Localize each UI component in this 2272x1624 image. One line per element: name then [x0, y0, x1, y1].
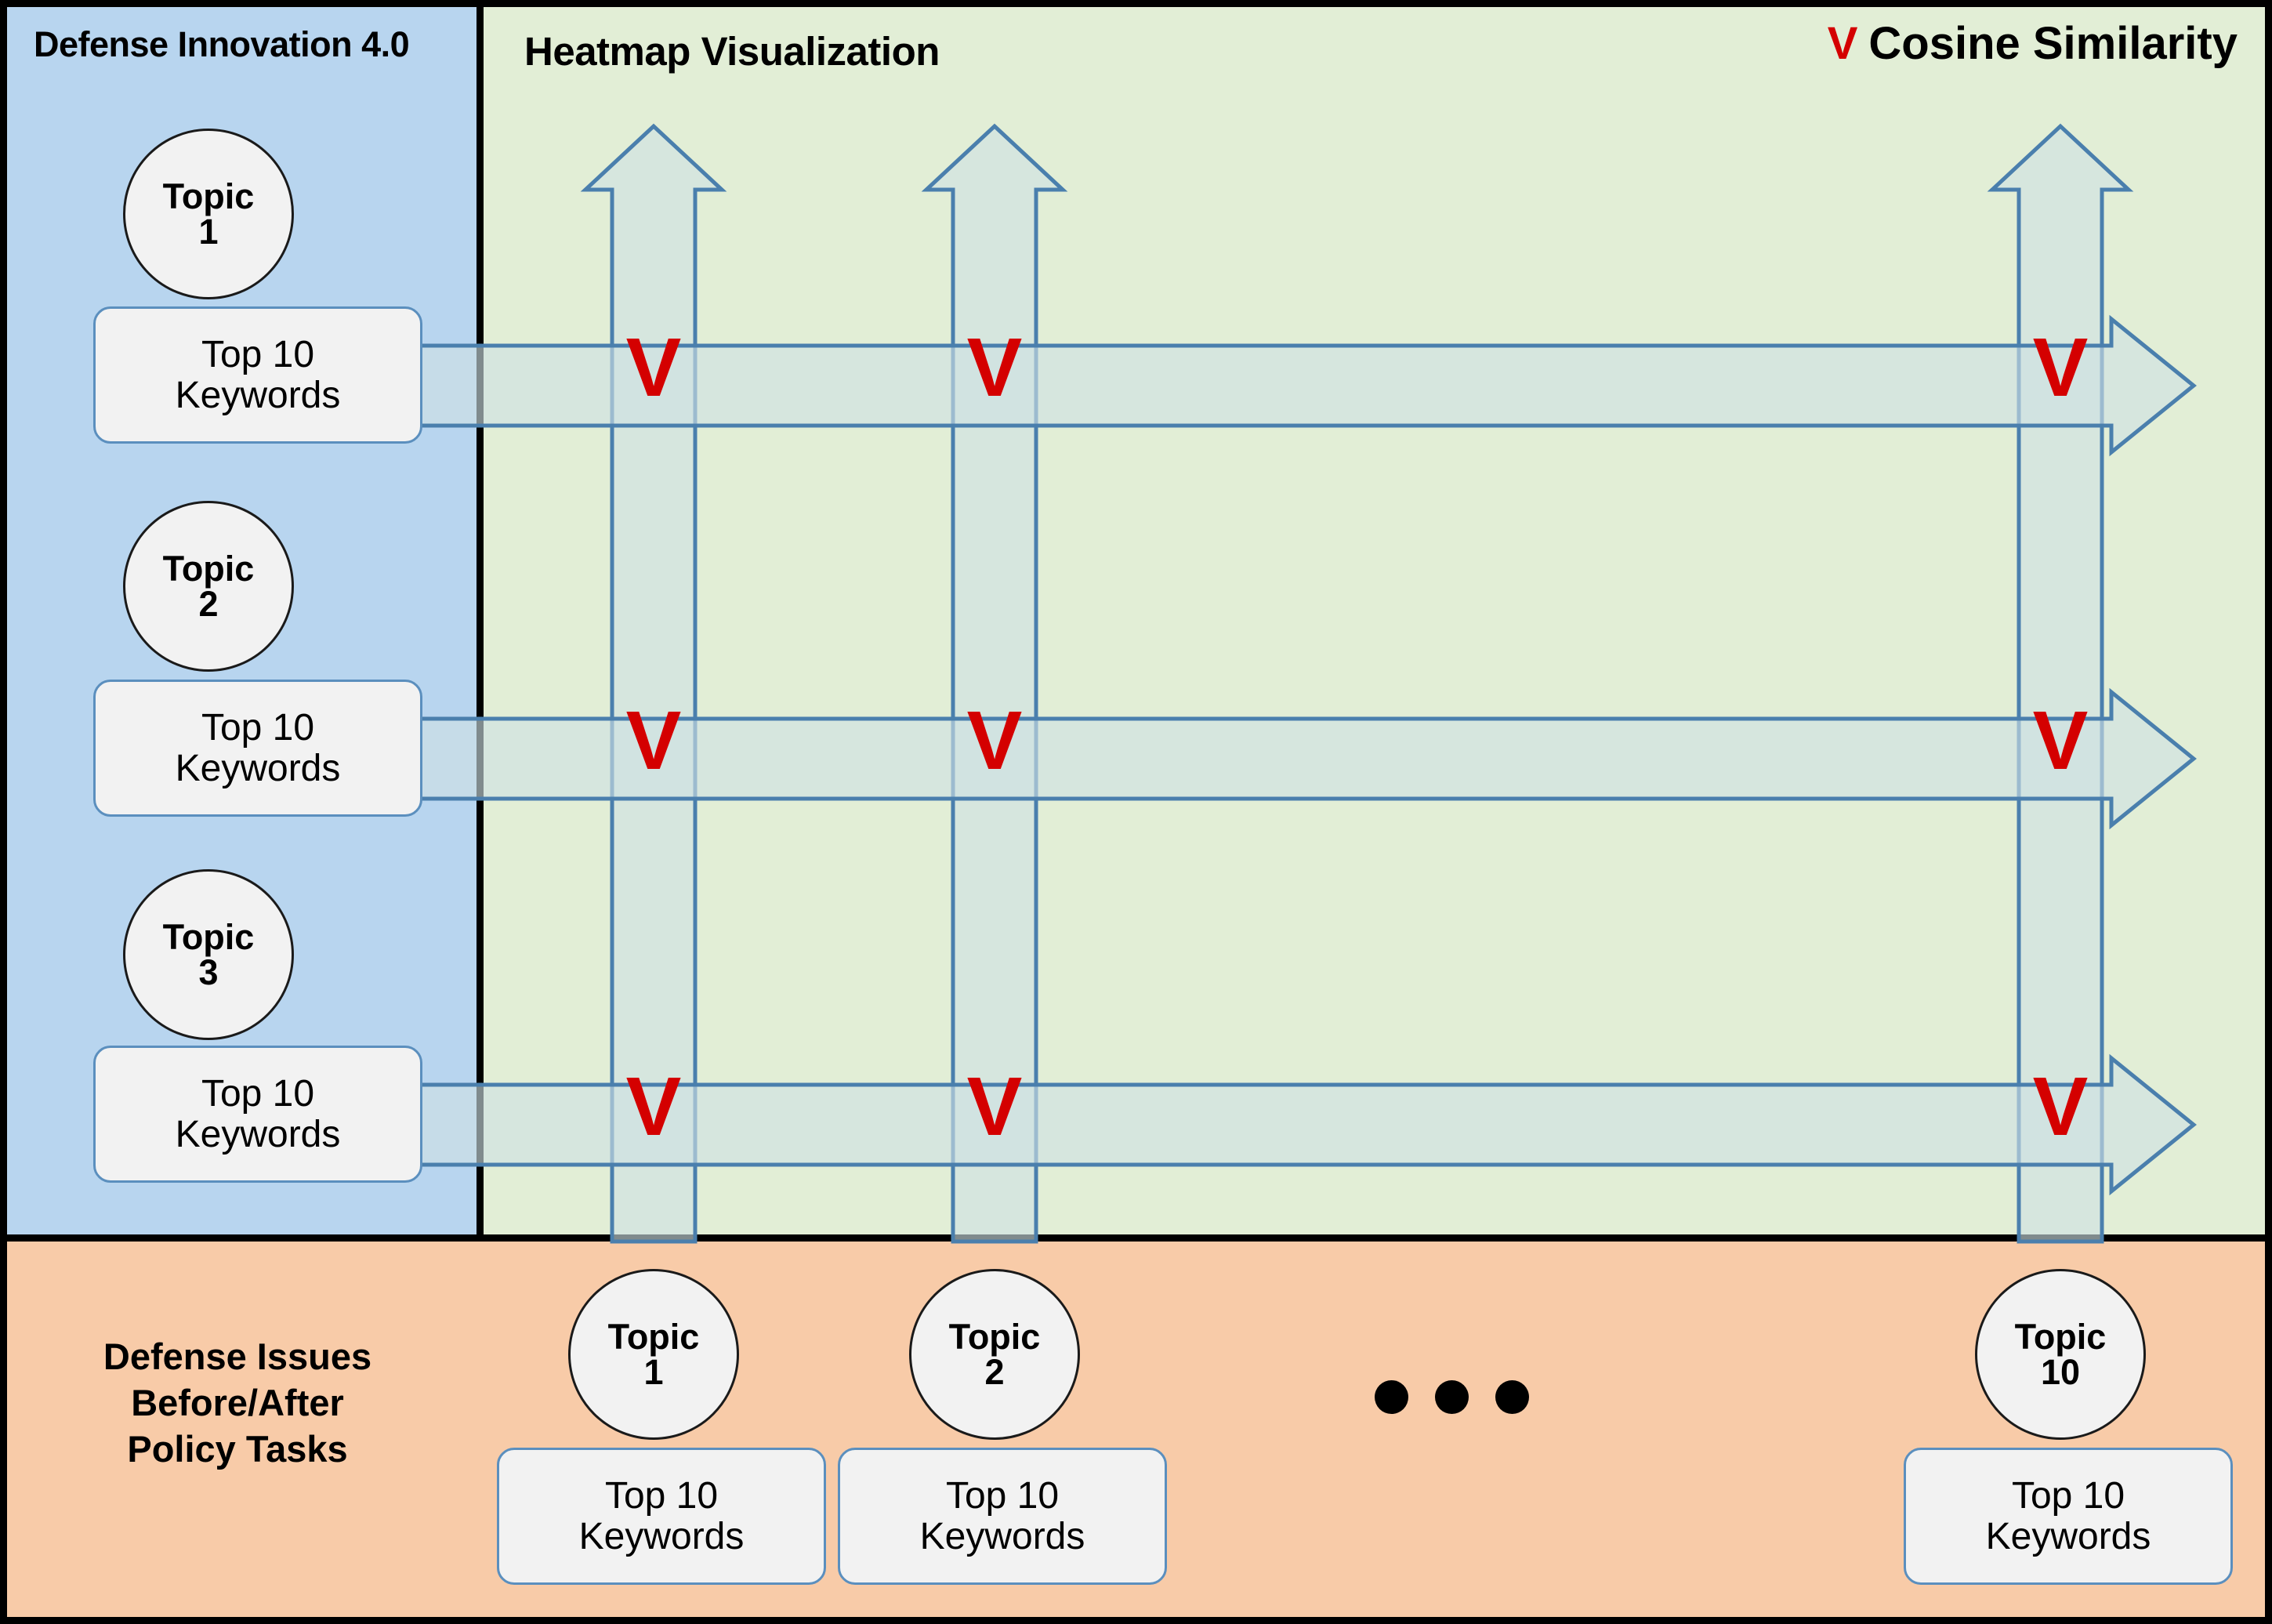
column-keywords-line1-10: Top 10 [2011, 1474, 2125, 1517]
similarity-marker-r2c2: V [966, 694, 1023, 787]
row-topic-name-3: Topic [162, 917, 255, 957]
bottom-panel-caption: Defense Issues Before/After Policy Tasks [18, 1333, 457, 1473]
similarity-marker-r2c10: V [2032, 694, 2089, 787]
bottom-caption-line-2: Before/After [131, 1382, 344, 1424]
row-topic-number-2: 2 [198, 584, 219, 624]
row-topic-circle-2[interactable]: Topic 2 [123, 501, 294, 672]
similarity-marker-r1c2: V [966, 321, 1023, 414]
similarity-marker-r2c1: V [625, 694, 682, 787]
column-keywords-line1-2: Top 10 [945, 1474, 1060, 1517]
row-topic-circle-1[interactable]: Topic 1 [123, 129, 294, 299]
cosine-similarity-marker-icon: V [1827, 18, 1858, 69]
column-topic-name-1: Topic [607, 1317, 700, 1357]
column-topic-circle-10[interactable]: Topic 10 [1975, 1269, 2146, 1440]
similarity-marker-r3c10: V [2032, 1060, 2089, 1153]
legend-cosine-similarity: V Cosine Similarity [1828, 21, 2238, 67]
left-panel-title: Defense Innovation 4.0 [34, 24, 410, 64]
row-topic-name-1: Topic [162, 176, 255, 216]
row-keywords-line2-2: Keywords [175, 747, 341, 789]
row-topic-number-1: 1 [198, 212, 219, 252]
row-keywords-line2-3: Keywords [175, 1113, 341, 1155]
column-topic-number-10: 10 [2040, 1352, 2081, 1392]
row-topic-circle-3[interactable]: Topic 3 [123, 869, 294, 1040]
row-keywords-line1-2: Top 10 [201, 706, 315, 749]
column-topic-circle-2[interactable]: Topic 2 [909, 1269, 1080, 1440]
column-keywords-line2-10: Keywords [1985, 1515, 2151, 1557]
column-topic-circle-1[interactable]: Topic 1 [568, 1269, 739, 1440]
column-keywords-box-10[interactable]: Top 10 Keywords [1904, 1448, 2233, 1585]
similarity-marker-r1c10: V [2032, 321, 2089, 414]
center-panel-title: Heatmap Visualization [524, 29, 940, 74]
row-topic-name-2: Topic [162, 549, 255, 589]
center-panel-heatmap [484, 7, 2265, 1242]
column-topic-name-10: Topic [2014, 1317, 2107, 1357]
row-keywords-box-3[interactable]: Top 10 Keywords [93, 1046, 422, 1183]
row-keywords-box-2[interactable]: Top 10 Keywords [93, 680, 422, 817]
column-topic-number-1: 1 [643, 1352, 664, 1392]
ellipsis-dot [1375, 1380, 1408, 1414]
row-arrow-topic-2 [403, 687, 2197, 830]
column-topic-name-2: Topic [948, 1317, 1041, 1357]
row-keywords-box-1[interactable]: Top 10 Keywords [93, 306, 422, 444]
column-keywords-line2-2: Keywords [919, 1515, 1085, 1557]
row-arrow-topic-3 [403, 1053, 2197, 1196]
row-keywords-line1-3: Top 10 [201, 1072, 315, 1115]
row-arrow-topic-1 [403, 314, 2197, 457]
row-topic-number-3: 3 [198, 952, 219, 992]
similarity-marker-r3c2: V [966, 1060, 1023, 1153]
column-keywords-box-1[interactable]: Top 10 Keywords [497, 1448, 826, 1585]
column-topic-number-2: 2 [984, 1352, 1005, 1392]
legend-label: Cosine Similarity [1868, 18, 2238, 69]
bottom-caption-line-3: Policy Tasks [127, 1428, 348, 1470]
similarity-marker-r3c1: V [625, 1060, 682, 1153]
ellipsis-indicator [1375, 1380, 1529, 1414]
arrow-layer: .bar{fill:#cfe0e4;fill-opacity:0.62;stro… [403, 123, 2197, 1244]
ellipsis-dot [1495, 1380, 1529, 1414]
column-keywords-line2-1: Keywords [578, 1515, 745, 1557]
row-keywords-line1-1: Top 10 [201, 333, 315, 375]
row-keywords-line2-1: Keywords [175, 374, 341, 416]
ellipsis-dot [1435, 1380, 1469, 1414]
column-keywords-box-2[interactable]: Top 10 Keywords [838, 1448, 1167, 1585]
similarity-marker-r1c1: V [625, 321, 682, 414]
column-keywords-line1-1: Top 10 [604, 1474, 719, 1517]
bottom-caption-line-1: Defense Issues [103, 1336, 372, 1377]
